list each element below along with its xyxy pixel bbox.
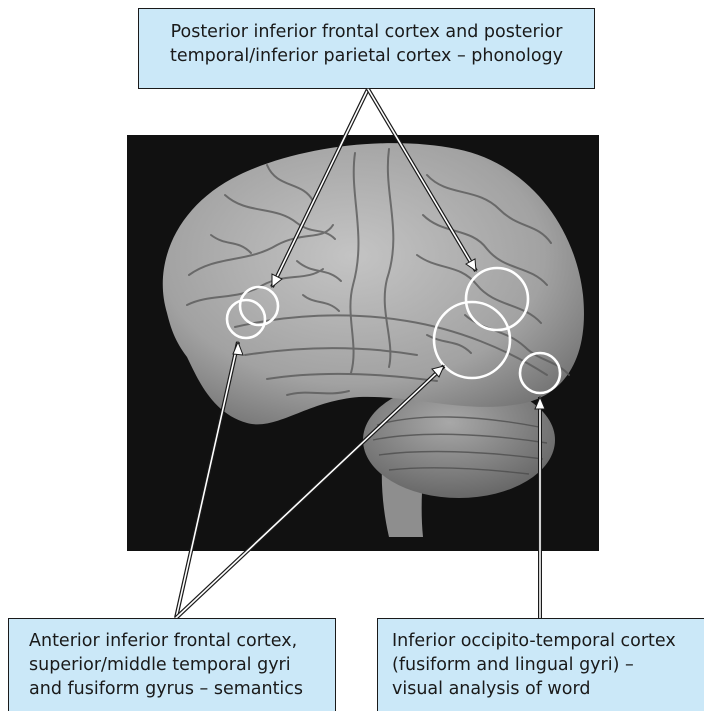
superior-middle-temporal-gyri-circle [434,302,510,378]
posterior-temporal-inferior-parietal-cortex-circle [466,268,528,330]
arrowhead-phonology-right [466,259,476,271]
semantics-label-line-2: superior/middle temporal gyri [29,653,335,677]
semantics-label-line-3: and fusiform gyrus – semantics [29,677,335,701]
visual-analysis-label: Inferior occipito-temporal cortex (fusif… [377,618,704,711]
visual-label-line-1: Inferior occipito-temporal cortex [392,629,704,653]
semantics-label-line-1: Anterior inferior frontal cortex, [29,629,335,653]
visual-label-line-3: visual analysis of word [392,677,704,701]
arrowhead-phonology-left [272,274,282,287]
visual-label-line-2: (fusiform and lingual gyri) – [392,653,704,677]
inferior-occipito-temporal-cortex-circle [520,353,560,393]
semantics-label: Anterior inferior frontal cortex, superi… [8,618,336,711]
arrowhead-visual [535,397,545,409]
